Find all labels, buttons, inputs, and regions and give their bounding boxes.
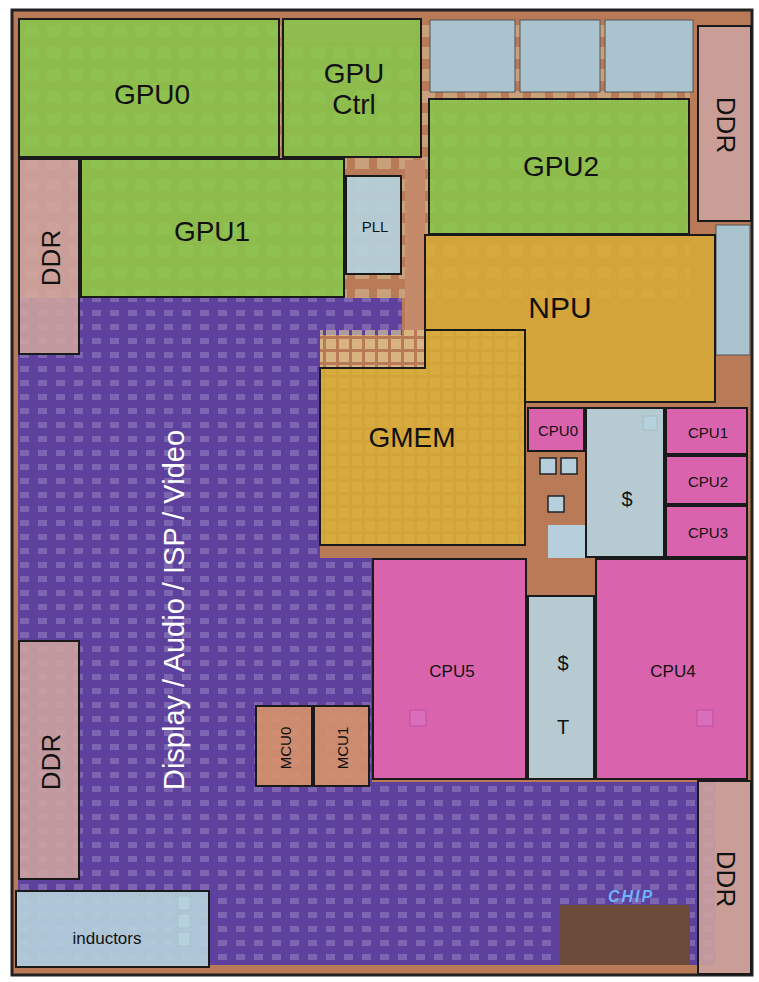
block-label: GPU Ctrl <box>304 59 404 121</box>
block-label: T <box>532 716 594 738</box>
block-label: DDR <box>712 97 741 153</box>
block-label: NPU <box>418 291 702 324</box>
watermark: CHIP <box>608 888 654 906</box>
block-label: CPU4 <box>600 663 747 682</box>
cpu-core: CPU3 <box>665 505 748 558</box>
ddr-interface: DDR <box>18 158 80 355</box>
block-label: CPU3 <box>670 525 747 542</box>
block-label: MCU1 <box>335 727 352 770</box>
mcu-block: MCU1 <box>313 705 370 787</box>
cache-block: $T <box>527 595 595 780</box>
block-label: $ <box>590 488 664 510</box>
cache-block: $ <box>585 407 665 558</box>
cpu-core: CPU5 <box>372 558 527 780</box>
block-label: GPU0 <box>24 80 280 111</box>
block-label: GPU1 <box>83 217 342 248</box>
block-label: GPU2 <box>433 152 689 183</box>
gmem-block: GMEM <box>320 330 525 545</box>
block-label: CPU2 <box>670 474 747 491</box>
cpu-core: CPU2 <box>665 455 748 505</box>
gpu-block: GPU2 <box>428 98 690 235</box>
pll-block: PLL <box>345 175 402 275</box>
block-label: DDR <box>712 851 741 907</box>
gpu-block: GPU1 <box>80 158 345 298</box>
ddr-interface: DDR <box>18 640 80 880</box>
gpu-control-block: GPU Ctrl <box>282 18 422 158</box>
ddr-interface: DDR <box>697 780 752 975</box>
block-label: DDR <box>37 230 66 286</box>
block-label: GMEM <box>313 423 512 454</box>
block-label: Display / Audio / ISP / Video <box>159 430 191 790</box>
cpu-core: CPU4 <box>595 558 748 780</box>
mcu-block: MCU0 <box>255 705 313 787</box>
cpu-core: CPU1 <box>665 407 748 455</box>
block-label: CPU1 <box>670 425 747 442</box>
gpu-block: GPU0 <box>18 18 280 158</box>
block-label: PLL <box>350 219 401 236</box>
block-label: CPU5 <box>378 663 527 682</box>
cpu-core: CPU0 <box>527 407 585 452</box>
block-label: MCU0 <box>278 727 295 770</box>
ddr-interface: DDR <box>697 25 752 222</box>
multimedia-region: Display / Audio / ISP / VideoMCU0 MCU1 <box>82 300 370 888</box>
inductor-block: inductors <box>15 890 210 968</box>
block-label: inductors <box>13 930 202 949</box>
block-label: DDR <box>37 734 66 790</box>
block-label: $ <box>532 652 594 674</box>
block-label: CPU0 <box>532 423 584 440</box>
